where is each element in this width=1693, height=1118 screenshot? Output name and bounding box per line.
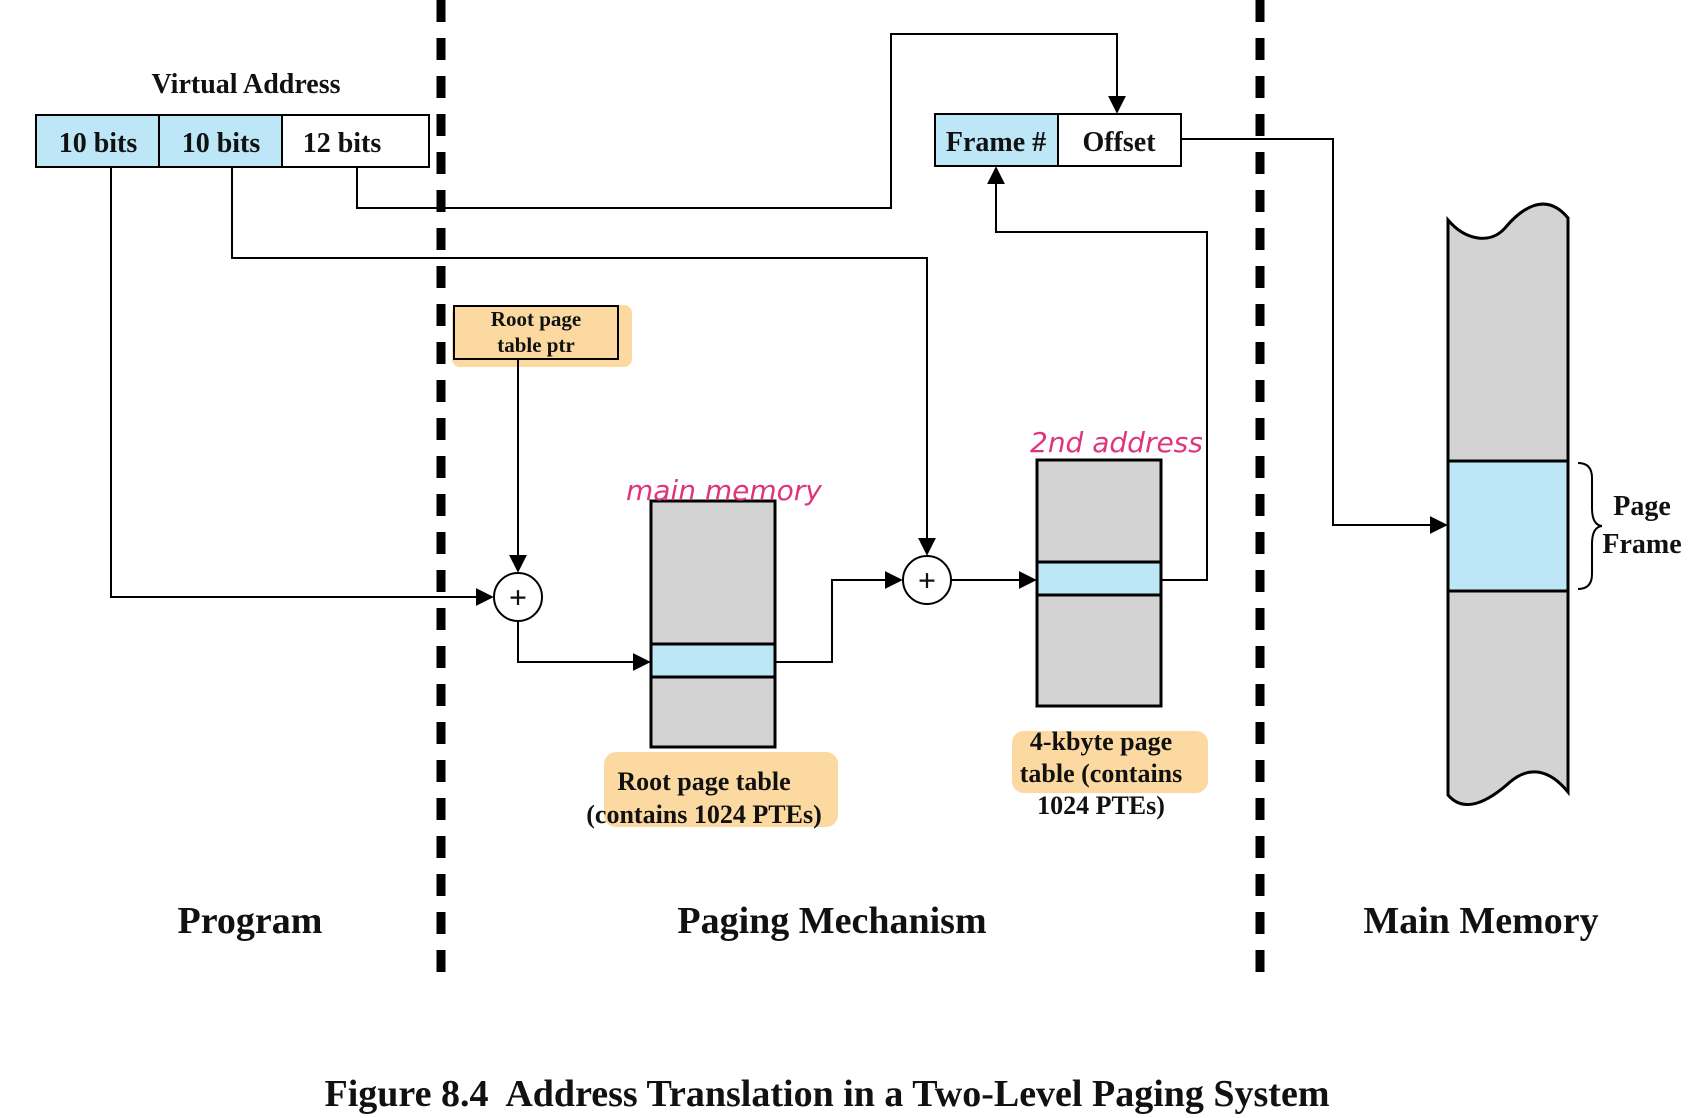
page-frame-label-line2: Frame [1602,529,1681,560]
root-table-body [649,499,777,749]
va-field-page-label: 10 bits [182,128,261,159]
wire-offset-to-physical [356,33,1126,209]
virtual-address: 10 bits 10 bits 12 bits [35,114,430,168]
page-frame [1446,459,1570,593]
figure-caption: Figure 8.4 Address Translation in a Two-… [325,1073,1330,1115]
section-label-program: Program [178,900,323,942]
root-page-table-ptr: Root page table ptr [452,305,632,367]
va-field-dir [35,114,160,168]
root-table-entry [649,642,777,679]
second-table-caption-line2: table (contains [1020,759,1183,788]
adder-second: + [902,555,952,605]
root-ptr-label-line1: Root page [491,307,581,331]
physical-address: Frame # Offset [934,113,1182,167]
second-table-handwritten-note: 2nd address [1030,426,1203,459]
virtual-address-title: Virtual Address [151,69,340,100]
main-memory-column: Page Frame [1446,202,1682,806]
root-ptr-box [453,305,619,360]
va-field-dir-label: 10 bits [59,128,138,159]
adder-root-symbol: + [509,579,527,615]
root-ptr-label-line2: table ptr [497,333,575,357]
second-level-page-table: 2nd address 4-kbyte page table (contains… [1012,426,1208,820]
second-table-entry [1035,560,1163,597]
second-table-caption-line1: 4-kbyte page [1030,727,1172,756]
va-field-offset [281,114,430,168]
pa-frame-label: Frame # [946,127,1046,158]
second-table-caption-highlight [1012,731,1208,793]
section-label-paging: Paging Mechanism [677,900,986,942]
root-table-caption-highlight [604,752,838,827]
second-table-caption-line3: 1024 PTEs) [1037,791,1165,820]
wire-dir-bits-to-adder [110,167,494,606]
page-frame-brace [1577,462,1603,590]
wire-second-table-to-frame [987,166,1208,581]
root-table-handwritten-note: main memory [626,474,822,507]
root-table-caption-line1: Root page table [617,767,790,796]
section-label-memory: Main Memory [1363,900,1598,942]
wire-adder-to-root-table [517,621,651,671]
pa-frame-field [934,113,1059,167]
wire-root-table-to-adder [775,571,903,663]
pa-offset-label: Offset [1082,127,1156,158]
root-page-table: main memory Root page table (contains 10… [586,474,838,829]
wire-page-bits-to-adder [231,167,936,556]
va-field-page [158,114,283,168]
page-frame-label-line1: Page [1613,491,1671,522]
root-table-caption-line2: (contains 1024 PTEs) [586,800,821,829]
adder-root: + [493,572,543,622]
adder-second-symbol: + [918,562,936,598]
root-ptr-highlight [452,305,632,367]
wire-physical-to-page-frame [1181,138,1448,534]
va-field-offset-label: 12 bits [303,128,382,159]
